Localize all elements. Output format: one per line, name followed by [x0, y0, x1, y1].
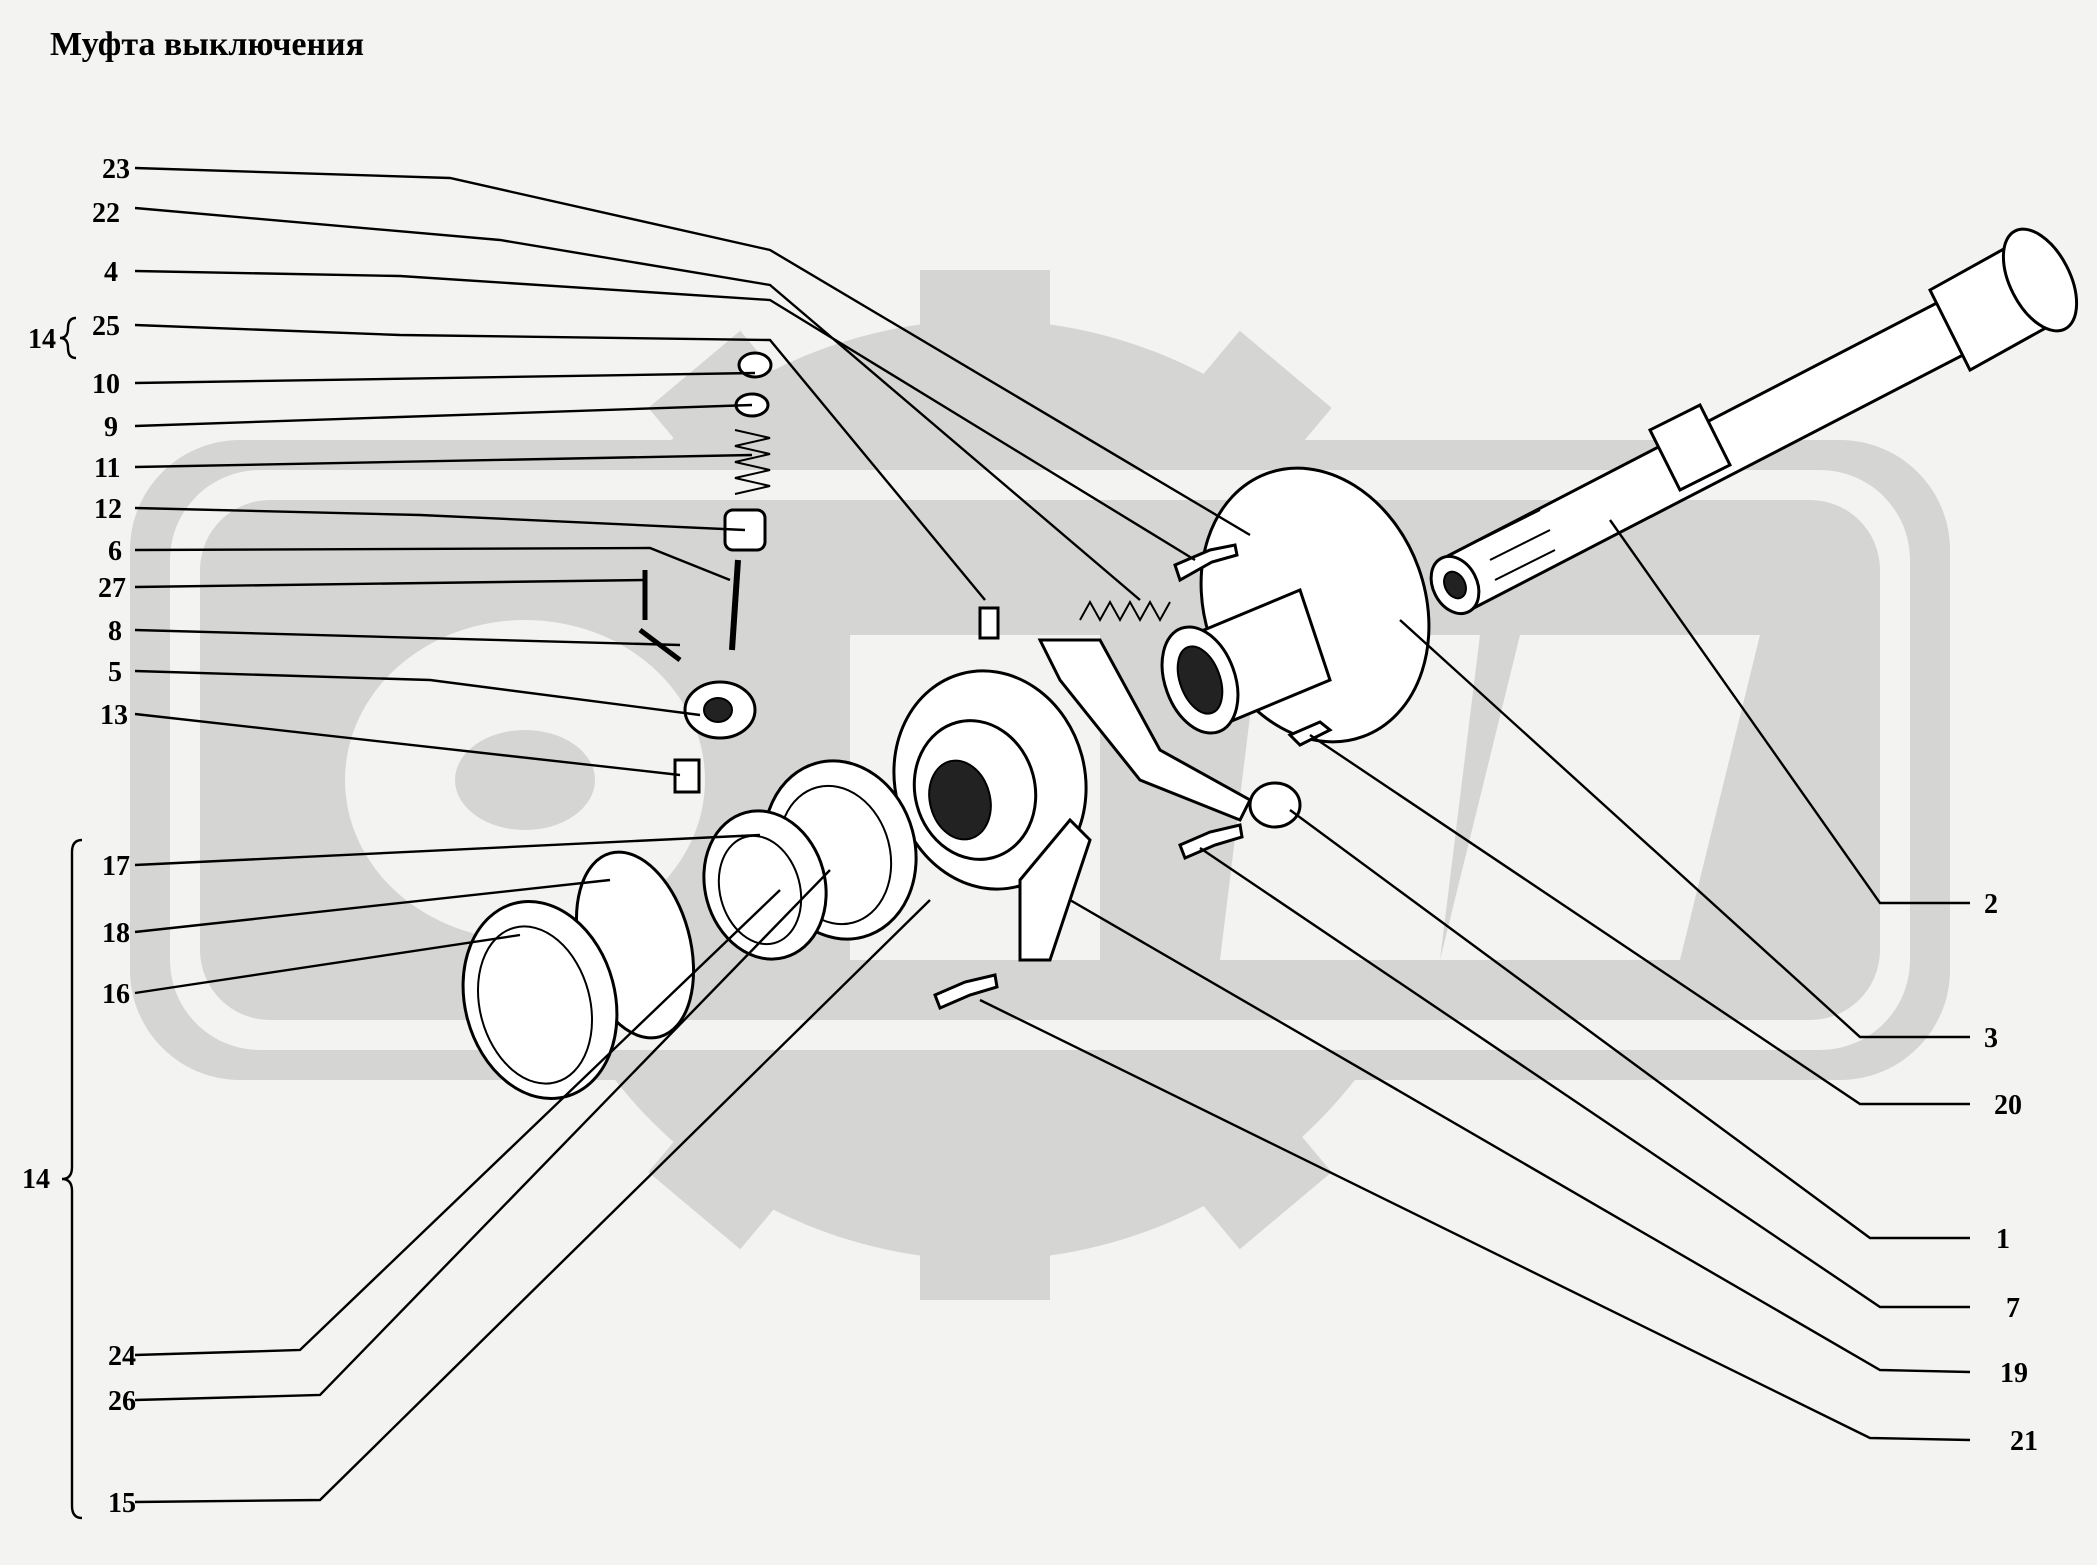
callout-13: 13 — [100, 700, 128, 731]
callout-15: 15 — [108, 1488, 136, 1519]
shaft-part-2 — [1429, 227, 2079, 616]
bolts-parts — [673, 543, 1333, 1010]
callout-23: 23 — [102, 154, 130, 185]
callout-7: 7 — [2006, 1293, 2020, 1324]
callout-22: 22 — [92, 198, 120, 229]
callout-24: 24 — [108, 1341, 136, 1372]
diagram-title: Муфта выключения — [50, 26, 365, 63]
callout-14-small: 14 — [28, 324, 56, 355]
callout-18: 18 — [102, 918, 130, 949]
housing-part-1 — [892, 669, 1088, 891]
hub-part-3 — [1160, 466, 1431, 744]
callout-9: 9 — [104, 412, 118, 443]
callout-11: 11 — [94, 453, 120, 484]
callout-25: 25 — [92, 311, 120, 342]
callout-4: 4 — [104, 257, 118, 288]
callout-1: 1 — [1996, 1224, 2010, 1255]
callout-16: 16 — [102, 979, 130, 1010]
rings-parts — [461, 759, 918, 1101]
watermark-letter-x — [1440, 635, 1760, 960]
callout-19: 19 — [2000, 1358, 2028, 1389]
callout-12: 12 — [94, 494, 122, 525]
callout-2: 2 — [1984, 889, 1998, 920]
bracket-14-small — [59, 316, 77, 360]
callout-27: 27 — [98, 573, 126, 604]
callout-17: 17 — [102, 851, 130, 882]
callout-6: 6 — [108, 536, 122, 567]
leader-lines — [59, 166, 1971, 1520]
callout-21: 21 — [2010, 1426, 2038, 1457]
callout-20: 20 — [1994, 1090, 2022, 1121]
callout-3: 3 — [1984, 1023, 1998, 1054]
callout-5: 5 — [108, 657, 122, 688]
bracket-14-group — [61, 838, 83, 1520]
callout-26: 26 — [108, 1386, 136, 1417]
callout-14-group: 14 — [22, 1164, 50, 1195]
pin-stack-parts — [638, 351, 773, 740]
small-parts — [978, 599, 1171, 640]
callout-10: 10 — [92, 369, 120, 400]
parts-drawing — [461, 227, 2079, 1101]
callout-labels: 23 22 4 25 14 10 9 11 12 6 27 8 5 13 17 … — [22, 154, 2038, 1519]
callout-8: 8 — [108, 616, 122, 647]
